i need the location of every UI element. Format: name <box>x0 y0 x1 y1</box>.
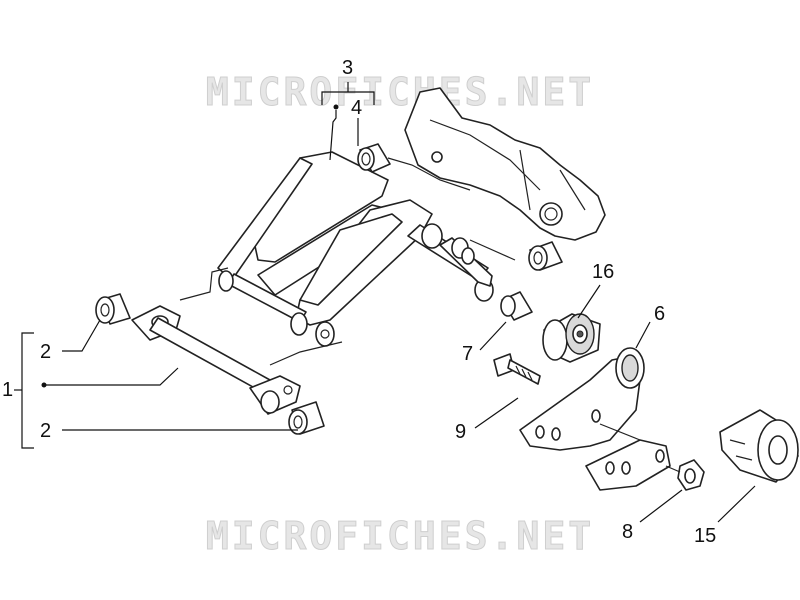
part-9-bolt <box>493 353 541 385</box>
part-8-nut <box>665 459 705 491</box>
leader-lines <box>14 82 756 523</box>
callout-3: 3 <box>342 57 354 79</box>
callout-2-lower: 2 <box>40 420 52 442</box>
frame-bracket <box>404 87 606 241</box>
lower-bracket-plate <box>585 439 671 491</box>
watermark-top: MICROFICHES.NET <box>205 70 595 115</box>
part-15-bush <box>719 409 799 483</box>
part-7-spacer <box>500 291 533 321</box>
swing-arm-assembly <box>179 151 516 366</box>
callout-9: 9 <box>455 421 467 443</box>
part-1-rod-assembly <box>95 293 325 435</box>
callout-2-upper: 2 <box>40 341 52 363</box>
callout-6: 6 <box>654 303 666 325</box>
pivot-bushing-right <box>528 241 563 271</box>
callout-7: 7 <box>462 343 474 365</box>
part-16-bearing <box>542 313 601 363</box>
callout-8: 8 <box>622 521 634 543</box>
callout-16: 16 <box>592 261 615 283</box>
part-6-bracket <box>519 347 645 451</box>
callout-1: 1 <box>2 379 14 401</box>
callout-15: 15 <box>694 525 717 547</box>
part-4-bushing <box>357 143 391 173</box>
callout-4: 4 <box>351 97 363 119</box>
watermark-bottom: MICROFICHES.NET <box>205 514 595 559</box>
